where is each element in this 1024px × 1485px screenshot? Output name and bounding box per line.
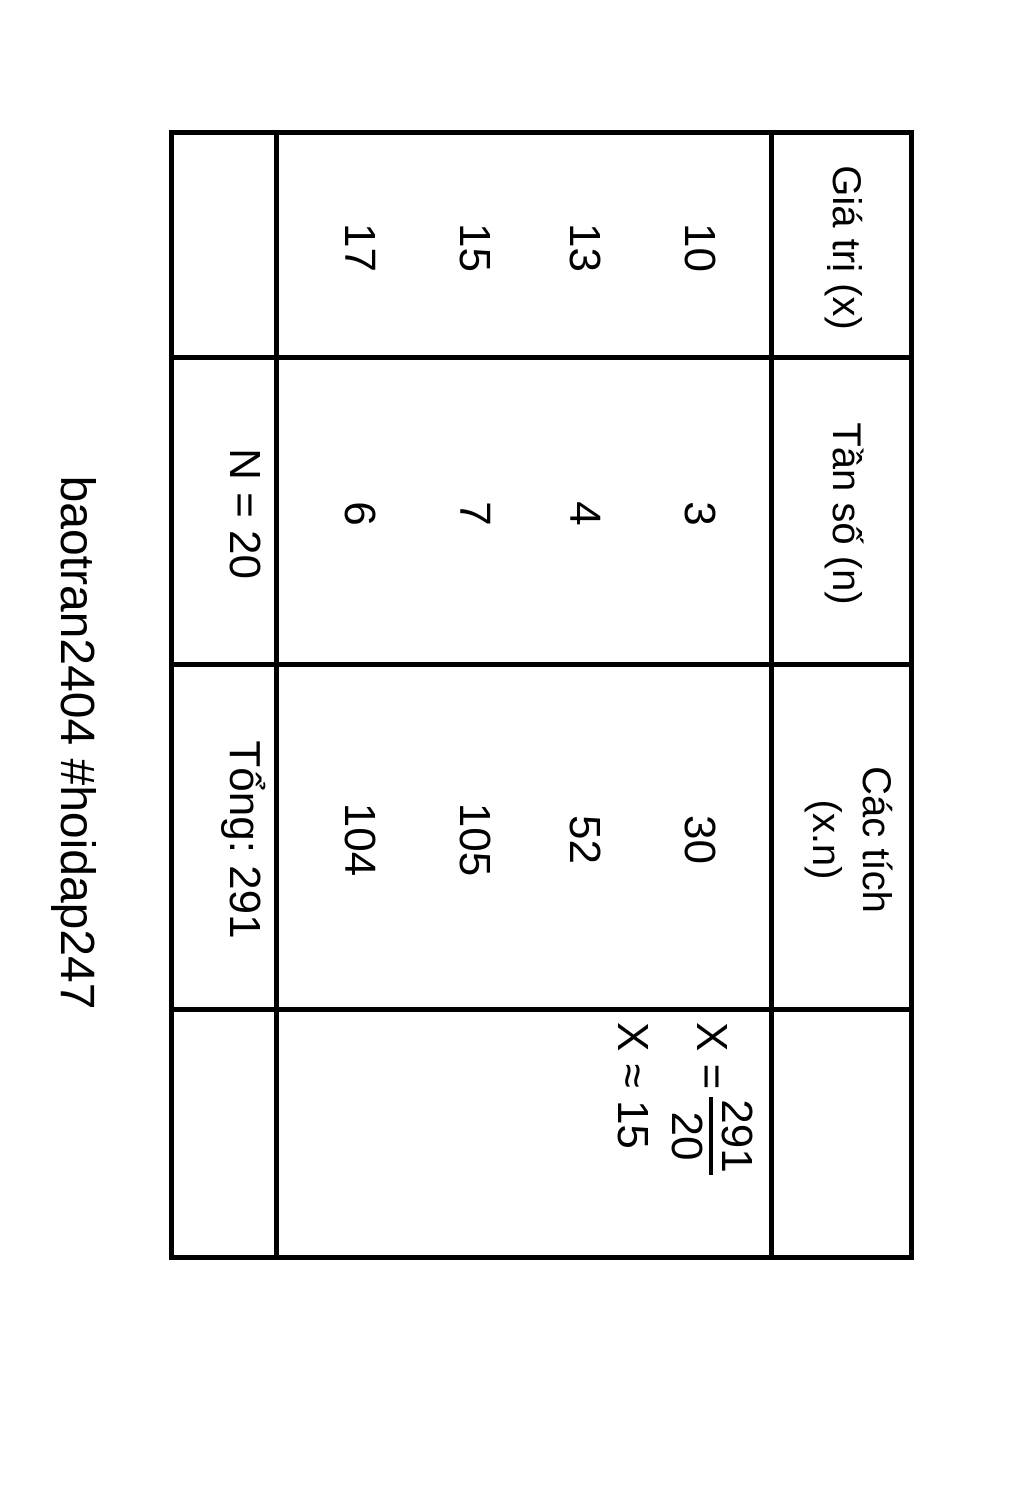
table-cell-x: 10 [675, 223, 724, 272]
table-cell-n: 6 [335, 501, 384, 526]
mean-lhs: X = [686, 1022, 736, 1090]
watermark-text: baotran2404 #hoidap247 [50, 475, 103, 1010]
table-cell-xn: 104 [335, 802, 384, 877]
table-cell-x: 15 [450, 223, 499, 272]
mean-formula: X = 291 20 X ≈ 15 [607, 1012, 761, 1260]
column-divider [174, 355, 909, 360]
row-divider [274, 135, 279, 1255]
header-product-line1: Các tích [854, 766, 898, 913]
total-frequency: N = 20 [220, 448, 269, 579]
table-cell-xn: 52 [560, 815, 609, 864]
column-divider [174, 662, 909, 667]
total-product: Tổng: 291 [220, 740, 269, 939]
mean-denominator: 20 [661, 1111, 711, 1161]
table-cell-n: 3 [675, 501, 724, 526]
table-cell-n: 4 [560, 501, 609, 526]
row-divider [769, 135, 774, 1255]
column-divider [174, 1007, 909, 1012]
table-cell-xn: 30 [675, 815, 724, 864]
mean-approx: X ≈ 15 [607, 1022, 657, 1149]
table-cell-x: 13 [560, 223, 609, 272]
table-cell-n: 7 [450, 501, 499, 526]
mean-numerator: 291 [708, 1097, 761, 1175]
header-value-x: Giá trị (x) [824, 165, 868, 330]
header-product-line2: (x.n) [804, 799, 848, 880]
frequency-table: Giá trị (x) Tần số (n) Các tích (x.n) 10… [169, 130, 914, 1260]
table-cell-x: 17 [335, 223, 384, 272]
mean-fraction: 291 20 [661, 1097, 761, 1175]
header-frequency-n: Tần số (n) [824, 422, 868, 605]
table-cell-xn: 105 [450, 802, 499, 877]
